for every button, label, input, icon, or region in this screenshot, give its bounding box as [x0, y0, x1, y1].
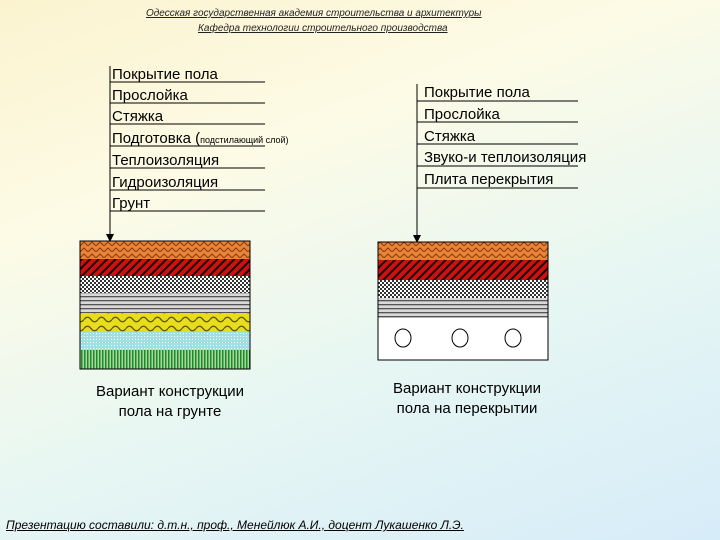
left-label-thermal-insulation: Теплоизоляция — [112, 152, 220, 169]
right-label-sound-thermal-insulation: Звуко-и теплоизоляция — [424, 149, 587, 166]
left-leader-arrow — [106, 234, 114, 242]
right-caption-line1: Вариант конструкции — [392, 380, 542, 397]
right-label-screed: Стяжка — [424, 128, 476, 145]
right-leader-arrow — [413, 235, 421, 243]
left-layer-underlayer — [80, 293, 250, 313]
right-layer-sound-thermal-insulation — [378, 298, 548, 318]
header-department: Кафедра технологии строительного произво… — [198, 23, 448, 34]
left-label-soil: Грунт — [112, 195, 151, 212]
footer-authors: Презентацию составили: д.т.н., проф., Ме… — [6, 518, 464, 532]
left-label-screed: Стяжка — [112, 108, 164, 125]
left-label-underlayer-note: подстилающий слой) — [200, 135, 289, 145]
left-layer-waterproofing — [80, 332, 250, 350]
right-caption: Вариант конструкции пола на перекрытии — [372, 379, 562, 419]
right-label-floor-slab: Плита перекрытия — [424, 171, 554, 188]
left-layer-soil — [80, 350, 250, 369]
left-caption-line2: пола на грунте — [118, 403, 222, 420]
left-layer-floor-cover — [80, 241, 250, 259]
slab-void-3 — [504, 328, 522, 348]
right-layer-interlayer — [378, 260, 548, 280]
left-layer-screed — [80, 276, 250, 293]
slab-void-1 — [394, 328, 412, 348]
left-caption-line1: Вариант конструкции — [95, 383, 245, 400]
right-label-underlines — [417, 100, 578, 189]
right-layer-screed — [378, 280, 548, 298]
left-layer-thermal-insulation — [80, 313, 250, 332]
left-label-waterproofing: Гидроизоляция — [112, 174, 219, 191]
left-floor-section — [79, 240, 251, 370]
right-label-interlayer: Прослойка — [424, 106, 500, 123]
right-floor-section — [377, 241, 549, 361]
left-label-underlines — [110, 81, 265, 212]
right-layer-floor-cover — [378, 242, 548, 260]
left-label-interlayer: Прослойка — [112, 87, 188, 104]
left-label-underlayer: Подготовка (подстилающий слой) — [112, 130, 289, 149]
slab-void-2 — [451, 328, 469, 348]
right-label-floor-cover: Покрытие пола — [424, 84, 530, 101]
left-layer-interlayer — [80, 259, 250, 276]
header-academy: Одесская государственная академия строит… — [146, 8, 482, 19]
right-caption-line2: пола на перекрытии — [396, 400, 538, 417]
left-label-floor-cover: Покрытие пола — [112, 66, 218, 83]
left-label-underlayer-text: Подготовка ( — [112, 130, 201, 147]
left-caption: Вариант конструкции пола на грунте — [75, 382, 265, 422]
